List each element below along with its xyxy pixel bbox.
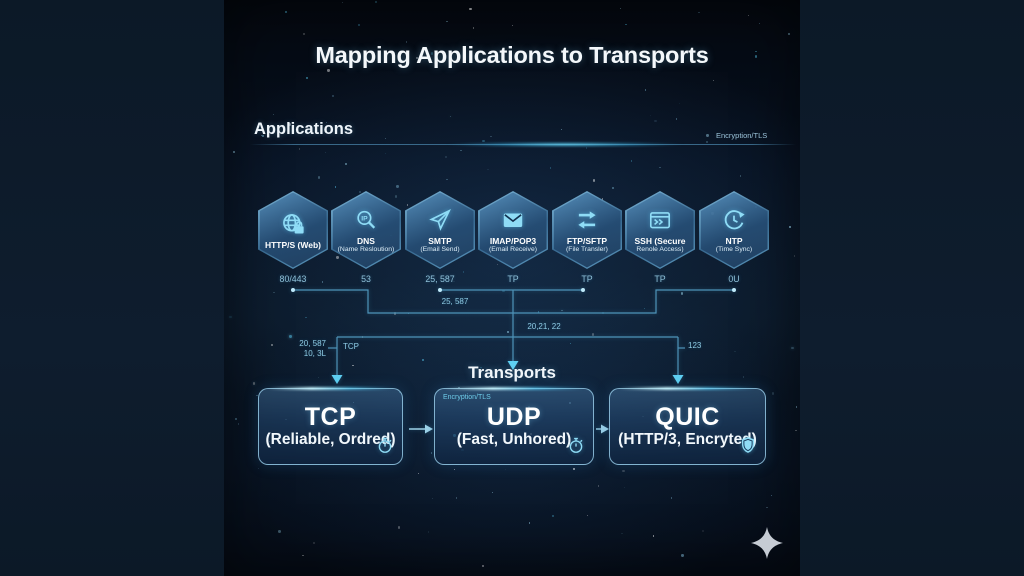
encryption-tls-note: Encryption/TLS [716, 131, 768, 140]
shield-icon [739, 435, 757, 460]
port-label-smtp: 25, 587 [425, 274, 455, 284]
stopwatch-icon [567, 436, 585, 460]
app-node-label: NTP [725, 235, 743, 246]
ip-search-icon: IP [354, 207, 379, 234]
applications-divider [250, 142, 796, 147]
transport-subtitle: (Fast, Unhored) [456, 431, 572, 448]
diagram-content: Mapping Applications to Transports Appli… [224, 0, 800, 576]
transport-name: UDP [486, 403, 542, 431]
line-endpoint-dot [438, 288, 442, 292]
app-node-sublabel: (File Transler) [566, 245, 608, 253]
label-ftp-collector-ports: 20,21, 22 [527, 322, 561, 331]
sparkle-watermark-icon [751, 526, 783, 565]
transfer-arrows-icon [574, 207, 600, 234]
port-label-ntp: 0U [728, 274, 740, 284]
line-endpoint-dot [291, 288, 295, 292]
collector-bracket-wide [293, 289, 734, 314]
svg-text:IP: IP [361, 215, 368, 222]
label-tcp-tag: TCP [343, 342, 359, 351]
app-node-label: HTTP/S (Web) [264, 239, 322, 250]
app-node-label: SMTP [428, 235, 452, 246]
app-node-ssh: SSH (Secure Renole Access) [625, 191, 695, 269]
app-node-dns: IP DNS (Name Resloution) [331, 191, 401, 269]
arrowhead-quic [672, 375, 684, 384]
app-node-label: IMAP/POP3 [489, 235, 537, 246]
right-letterbox-panel [800, 0, 1024, 576]
applications-section-label: Applications [254, 120, 354, 138]
transport-name: QUIC [655, 403, 720, 431]
clock-sync-icon [721, 207, 747, 234]
app-node-ntp: NTP (Time Sync) [699, 191, 769, 269]
left-letterbox-panel [0, 0, 224, 576]
transports-section-label: Transports [468, 363, 556, 382]
label-tcp-ports-line2: 10, 3L [303, 349, 326, 358]
transport-note-encryption-tls: Encryption/TLS [443, 394, 491, 401]
arrowhead-udp [507, 361, 519, 370]
app-node-label: SSH (Secure [634, 235, 686, 246]
connector-lines [291, 288, 736, 434]
app-node-sublabel: Renole Access) [636, 245, 684, 253]
app-node-ftp-sftp: FTP/SFTP (File Transler) [552, 191, 622, 269]
app-node-sublabel: (Email Send) [420, 245, 460, 253]
label-tcp-ports-line1: 20, 587 [299, 339, 326, 348]
label-tcp-ports: 20, 587 10, 3L [268, 339, 326, 359]
port-label-ssh: TP [654, 274, 666, 284]
app-node-label: DNS [357, 235, 375, 246]
paper-plane-icon [427, 207, 453, 234]
transport-box-quic: QUIC (HTTP/3, Encryted) [609, 388, 766, 465]
transport-subtitle: (Reliable, Ordred) [265, 431, 396, 448]
label-smtp-collector-ports: 25, 587 [441, 297, 469, 306]
app-node-label: FTP/SFTP [566, 235, 608, 246]
transport-subtitle: (HTTP/3, Encryted) [618, 431, 757, 448]
app-node-sublabel: (Name Resloution) [337, 245, 395, 253]
divider-glow [445, 142, 685, 147]
page-title: Mapping Applications to Transports [315, 42, 709, 68]
arrowhead-tcp [331, 375, 343, 384]
transport-name: TCP [304, 403, 357, 431]
transport-box-udp: Encryption/TLS UDP (Fast, Unhored) [434, 388, 594, 465]
line-endpoint-dot [581, 288, 585, 292]
globe-lock-icon [280, 211, 307, 238]
label-quic-port: 123 [688, 341, 702, 350]
port-label-https: 80/443 [279, 274, 307, 284]
terminal-icon [647, 207, 673, 234]
line-endpoint-dot [732, 288, 736, 292]
app-node-sublabel: (Email Receive) [489, 245, 537, 253]
port-label-dns: 53 [361, 274, 371, 284]
port-label-ftp: TP [581, 274, 593, 284]
stopwatch-icon [376, 436, 394, 460]
app-node-sublabel: (Time Sync) [715, 245, 753, 253]
transport-box-tcp: TCP (Reliable, Ordred) [258, 388, 403, 465]
port-label-imap: TP [507, 274, 519, 284]
envelope-icon [500, 207, 526, 234]
